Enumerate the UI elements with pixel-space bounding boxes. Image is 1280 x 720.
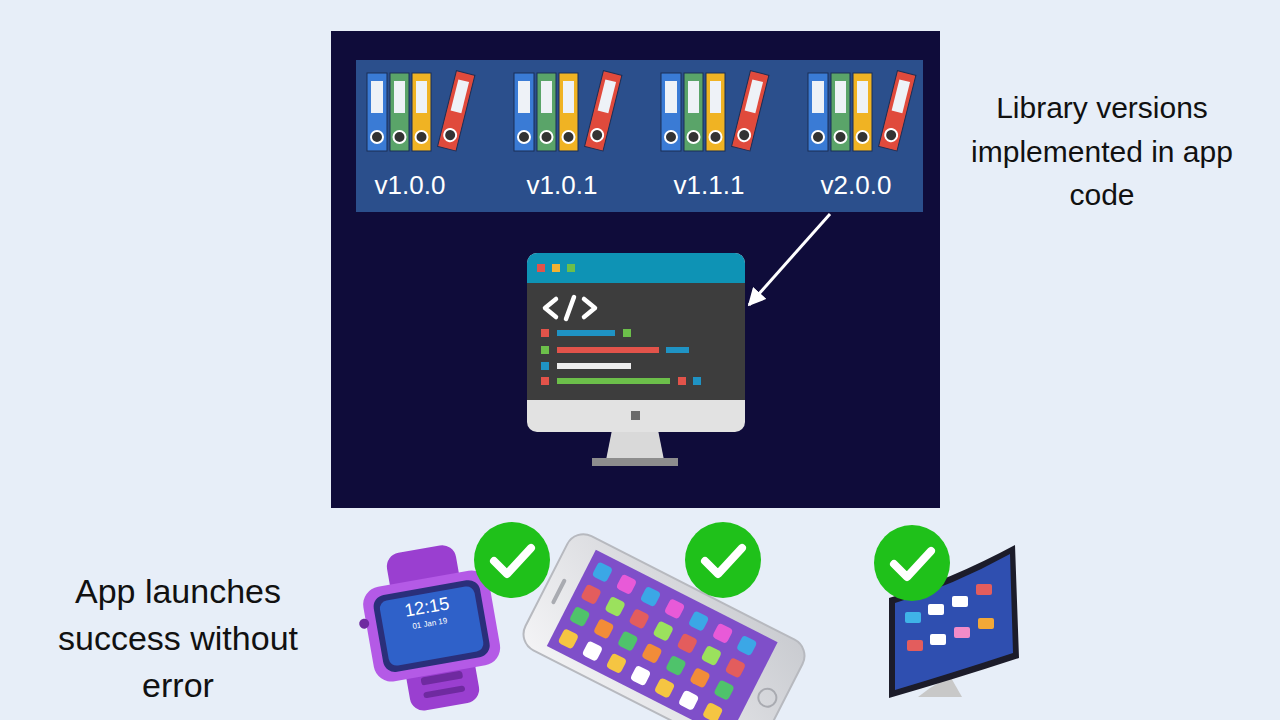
app-icon	[677, 633, 699, 655]
binder	[732, 71, 769, 151]
app-icon	[713, 679, 735, 701]
binder-group	[808, 71, 916, 151]
app-icon	[702, 702, 724, 720]
app-icon	[641, 643, 663, 665]
app-icon	[616, 574, 638, 596]
app-icon	[736, 635, 758, 657]
smartphone-icon	[517, 528, 810, 720]
app-icon	[664, 598, 686, 620]
app-icon	[593, 618, 615, 640]
library-band: v1.0.0 v1.0.1 v1.1.1 v2.0.0	[356, 60, 923, 212]
app-icon	[628, 608, 650, 630]
binder	[412, 73, 431, 151]
result-note: App launches success without error	[28, 568, 328, 709]
version-label: v1.0.1	[527, 170, 598, 201]
app-icon	[652, 620, 674, 642]
binder-group	[514, 71, 622, 151]
binder	[537, 73, 556, 151]
app-icon	[654, 677, 676, 699]
tv-tile	[928, 604, 944, 615]
app-icon	[725, 657, 747, 679]
app-icon	[688, 610, 710, 632]
binder	[514, 73, 534, 151]
binder	[684, 73, 703, 151]
watch-time: 12:15	[391, 592, 463, 624]
tv-tile	[905, 612, 921, 623]
version-label: v1.0.0	[375, 170, 446, 201]
binder	[559, 73, 578, 151]
binder	[585, 71, 622, 151]
version-label: v1.1.1	[674, 170, 745, 201]
app-icon	[558, 628, 580, 650]
app-icon	[606, 653, 628, 675]
app-icon	[580, 584, 602, 606]
binder	[661, 73, 681, 151]
check-badges	[474, 522, 950, 601]
tv-tile	[907, 640, 923, 651]
monitor-icon	[527, 253, 745, 466]
tv-tile	[978, 618, 994, 629]
binder	[438, 71, 475, 151]
binder	[831, 73, 850, 151]
binder-group	[661, 71, 769, 151]
binder	[390, 73, 409, 151]
tv-tile	[976, 584, 992, 595]
binder	[808, 73, 828, 151]
tv-tile	[954, 627, 970, 638]
binder	[706, 73, 725, 151]
app-icon	[678, 689, 700, 711]
binder	[367, 73, 387, 151]
app-icon	[665, 655, 687, 677]
tv-tile	[952, 596, 968, 607]
tv-tile	[930, 634, 946, 645]
app-icon	[712, 623, 734, 645]
pointer-arrow	[749, 214, 830, 305]
app-icon	[592, 561, 614, 583]
binder-group	[367, 71, 475, 151]
side-note: Library versions implemented in app code	[950, 86, 1254, 217]
app-icon	[701, 645, 723, 667]
app-icon	[617, 630, 639, 652]
app-icon	[582, 640, 604, 662]
app-icon	[604, 596, 626, 618]
app-icon	[569, 606, 591, 628]
version-label: v2.0.0	[821, 170, 892, 201]
app-icon	[640, 586, 662, 608]
dark-panel	[331, 31, 940, 508]
binder	[853, 73, 872, 151]
app-icon	[630, 665, 652, 687]
binder	[879, 71, 916, 151]
app-icon	[689, 667, 711, 689]
